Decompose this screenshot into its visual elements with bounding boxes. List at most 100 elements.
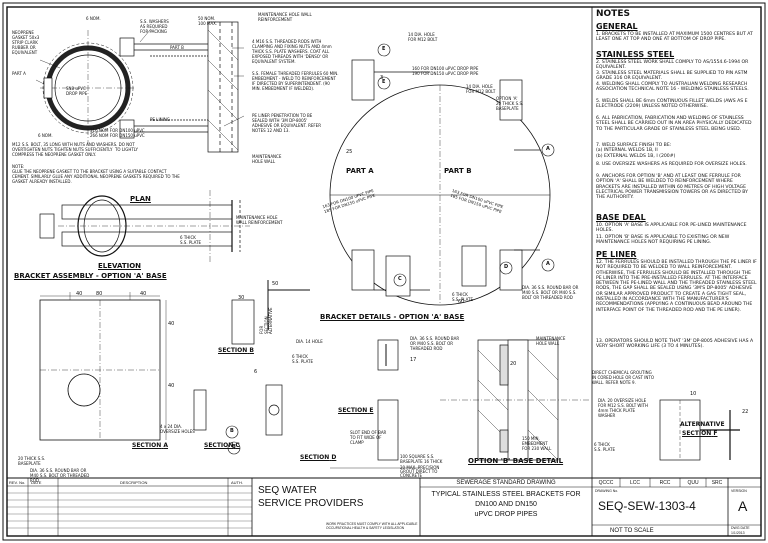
section-a-heading: SECTION A [132, 442, 169, 449]
org-line-2: SERVICE PROVIDERS [258, 498, 364, 509]
marker-e1: E [382, 46, 386, 52]
part-a-small-label: PART A [12, 71, 26, 76]
council-5: SRC [711, 480, 723, 486]
version-value: A [738, 498, 748, 514]
dim-6: 6 [254, 369, 258, 375]
direct-chem-label: DIRECT CHEMICAL GROUTING IN CORED HOLE O… [592, 370, 654, 385]
dia14-hole-label: DIA. 14 HOLE [296, 339, 323, 344]
dim-40c: 40 [168, 321, 175, 327]
hole14b-label: 14 DIA. HOLE FOR M12 BOLT [466, 84, 496, 94]
title-line-2: DN100 AND DN150 [475, 501, 537, 508]
section-drawings [193, 280, 420, 469]
ferrule-note: S.S. FEMALE THREADED FERRULES 60 MIN. EM… [252, 71, 339, 91]
bracket-details-title: BRACKET DETAILS - OPTION 'A' BASE [320, 313, 465, 321]
nom6-bot-label: 6 NOM. [38, 133, 53, 138]
baseplate20-label: 20 THICK S.S. BASEPLATE [18, 456, 46, 466]
scale-label: NOT TO SCALE [610, 528, 654, 534]
marker-b1: B [230, 428, 234, 434]
council-4: QUU [687, 480, 699, 486]
org-line-1: SEQ WATER [258, 485, 317, 496]
base-deal-heading: BASE DEAL [596, 213, 646, 222]
mh-wall-label: MAINTENANCE HOLE WALL [252, 154, 282, 164]
dim-40e: 40 [168, 383, 175, 389]
council-2: LCC [629, 480, 640, 486]
baseplate-plan-drawing [39, 292, 167, 441]
bolt-note: M12 S.S. BOLT, 35 LONG WITH NUTS AND WAS… [12, 142, 138, 157]
rod-dia36a-label: DIA. 36 S.S. ROUND BAR OR M40 S.S. BOLT … [30, 468, 90, 483]
mh-wall-b-label: MAINTENANCE HOLE WALL [536, 336, 566, 346]
dim-80: 80 [96, 291, 103, 297]
elevation-title: ELEVATION [98, 262, 142, 270]
notes-heading: NOTES [596, 9, 630, 19]
pe-liner-heading: PE LINER [596, 250, 637, 259]
ss-note-7: 7. WELD SURFACE FINISH TO BE: (a) INTERN… [596, 143, 676, 159]
ss-note-8: 8. USE OVERSIZE WASHERS AS REQUIRED FOR … [596, 162, 747, 167]
pe-penetration-note: PE LINER PENETRATION TO BE SEALED WITH '… [252, 113, 321, 133]
base-note-10: 10. OPTION 'A' BASE IS APPLICABLE FOR PE… [596, 223, 747, 234]
bracket-assembly-title: BRACKET ASSEMBLY - OPTION 'A' BASE [14, 272, 167, 280]
dim-17: 17 [410, 357, 417, 363]
date-header: DATE [31, 480, 42, 485]
plan-elevation-drawing [39, 190, 250, 262]
bracket-assembly-drawing [35, 21, 245, 153]
rod-dia36-label: DIA. 36 S.S. ROUND BAR OR M40 S.S. BOLT … [522, 285, 579, 300]
option-b-title: OPTION 'B' BASE DETAIL [468, 457, 564, 465]
option-a-plate-label: OPTION 'A' 20 THICK S.S. BASEPLATE [496, 96, 524, 111]
rod-dia36d-label: DIA. 36 S.S. ROUND BAR OR M40 S.S. BOLT … [410, 336, 460, 351]
version-label: VERSION [731, 489, 747, 493]
std-drawing: SEWERAGE STANDARD DRAWING [456, 480, 556, 486]
auth-header: AUTH. [231, 480, 243, 485]
dn100-top-label: 160 FOR DN100 uPVC DROP PIPE 190 FOR DN1… [412, 66, 479, 76]
min150-label: 150 MIN. EMBEDMENT FOR 230 WALL [522, 436, 552, 451]
bolt-dia20-label: DIA. 20 OVERSIZE HOLE FOR M12 S.S. BOLT … [598, 398, 649, 418]
plate6-label: 6 THICK S.S. PLATE [180, 235, 202, 245]
plate6c-label: 6 THICK S.S. PLATE [292, 354, 314, 364]
part-b-label: PART B [444, 167, 472, 175]
marker-d: D [504, 264, 509, 270]
baseplate100-label: 100 SQUARE S.S. BASEPLATE 16 THICK [400, 454, 443, 464]
dim-30: 30 [238, 295, 245, 301]
section-b-heading: SECTION B [218, 347, 254, 354]
mh-wall-reinf-plan-label: MAINTENANCE HOLE WALL REINFORCEMENT [236, 215, 283, 225]
compliance-note: WORK PRACTICES MUST COMPLY WITH ALL APPL… [326, 522, 418, 530]
general-note-1: 1. BRACKETS TO BE INSTALLED AT MAXIMUM 1… [596, 32, 753, 43]
pe-lining-label: PE LINING [150, 117, 170, 122]
ss-note-4: 4. WELDING SHALL COMPLY TO AUSTRALIAN WE… [596, 82, 749, 93]
plan-title: PLAN [130, 195, 151, 203]
dim-40b: 40 [140, 291, 147, 297]
base-note-11: 11. OPTION 'B' BASE IS APPLICABLE TO EXI… [596, 235, 730, 246]
section-f-heading: SECTION F [682, 430, 718, 437]
section-c-heading: SECTION C [204, 442, 240, 449]
section-d-heading: SECTION D [300, 454, 337, 461]
marker-c: C [398, 276, 402, 282]
dim-20: 20 [510, 361, 517, 367]
marker-b2: B [232, 444, 236, 450]
part-a-label: PART A [346, 167, 374, 175]
dwg-date-label: DWG DATE [731, 526, 750, 530]
dim-3: 3 [380, 75, 384, 81]
dim-40a: 40 [76, 291, 83, 297]
ss-note-3: 3. STAINLESS STEEL MATERIALS SHALL BE SU… [596, 71, 748, 82]
section-e-heading: SECTION E [338, 407, 374, 414]
rev-no-header: REV. No. [9, 480, 26, 485]
drawing-no-label: DRAWING No. [595, 489, 619, 493]
council-1: QCCC [598, 480, 614, 486]
marker-e2: E [382, 79, 386, 85]
ss-note-5: 5. WELDS SHALL BE 6mm CONTINUOUS FILLET … [596, 99, 748, 110]
dim-25: 25 [346, 149, 353, 155]
title-line-3: uPVC DROP PIPES [474, 511, 538, 518]
alternative-heading: ALTERNATIVE [680, 421, 725, 428]
title-line-1: TYPICAL STAINLESS STEEL BRACKETS FOR [431, 491, 581, 498]
nom316-label: 316 NOM FOR DN100 uPVC 266 NOM FOR DN150… [90, 128, 145, 138]
neoprene-label: NEOPRENE GASKET 50x3 STRIP CLARK RUBBER … [12, 30, 40, 55]
for-section-alt-label: FOR SECTION ALTERNATIVE [259, 307, 273, 334]
bracket-details-drawing [329, 59, 551, 306]
nom6-top-label: 6 NOM. [86, 16, 101, 21]
plate6f-label: 6 THICK S.S. PLATE [594, 442, 616, 452]
dim-50: 50 [272, 281, 279, 287]
wall-reinf-top-label: MAINTENANCE HOLE WALL REINFORCEMENT [258, 12, 312, 22]
marker-a1: A [546, 146, 550, 152]
glue-note: NOTE: GLUE THE NEOPRENE GASKET TO THE BR… [12, 164, 180, 184]
